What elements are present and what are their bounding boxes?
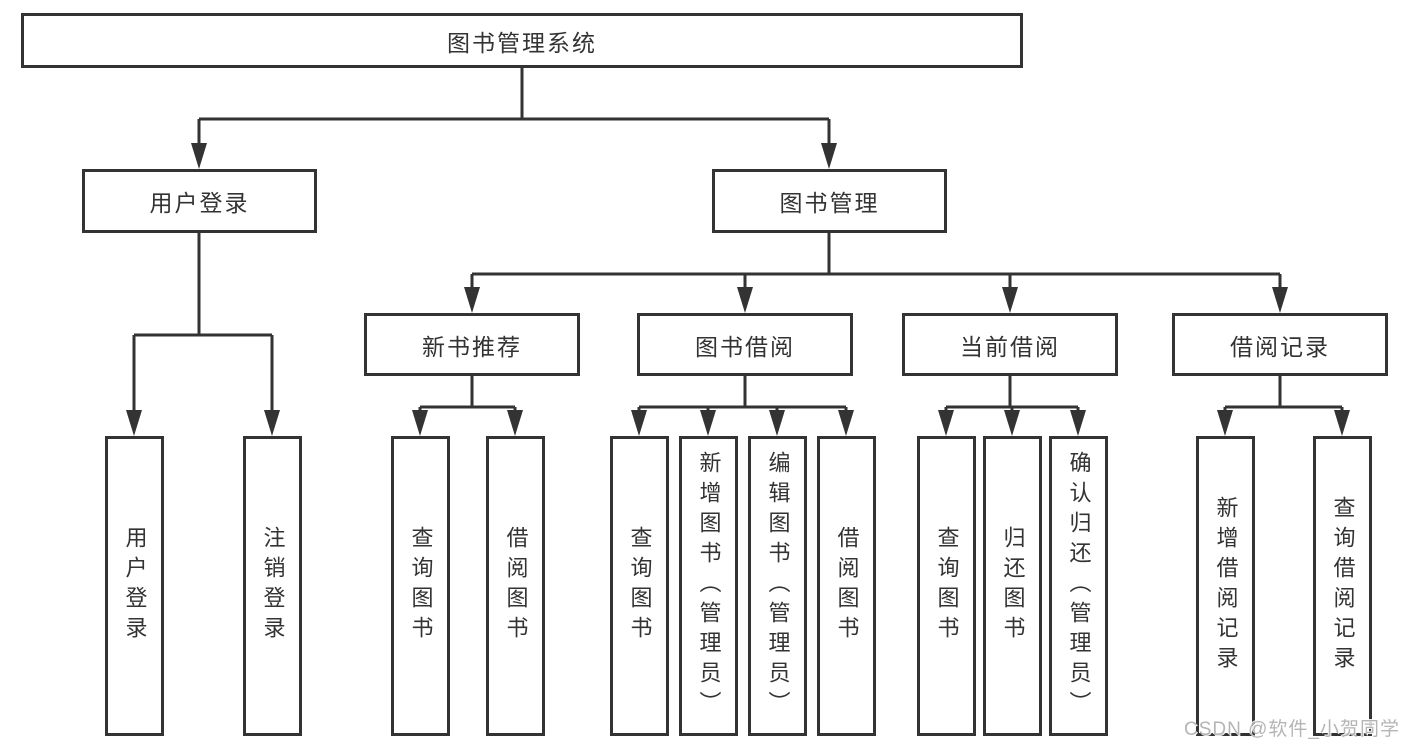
leaf-return-books-label: 归还图书: [1000, 526, 1026, 646]
leaf-confirm-return-admin-label: 确认归还（管理员）: [1066, 451, 1092, 721]
node-library-system: 图书管理系统: [21, 13, 1023, 68]
leaf-borrow-books-recommend: 借阅图书: [486, 436, 545, 736]
leaf-query-books-current-label: 查询图书: [934, 526, 960, 646]
leaf-query-books-recommend: 查询图书: [391, 436, 450, 736]
node-user-login-branch: 用户登录: [82, 169, 317, 233]
node-borrowing-records: 借阅记录: [1172, 313, 1388, 376]
leaf-logout: 注销登录: [243, 436, 302, 736]
node-current-borrowing-label: 当前借阅: [960, 333, 1060, 360]
node-borrowing-records-label: 借阅记录: [1230, 333, 1330, 360]
leaf-add-borrow-record-label: 新增借阅记录: [1213, 496, 1239, 676]
node-book-management: 图书管理: [712, 169, 947, 233]
leaf-user-login: 用户登录: [105, 436, 164, 736]
leaf-return-books: 归还图书: [983, 436, 1042, 736]
leaf-borrow-books-recommend-label: 借阅图书: [503, 526, 529, 646]
node-library-system-label: 图书管理系统: [447, 29, 597, 56]
leaf-borrow-books-borrowing: 借阅图书: [817, 436, 876, 736]
node-current-borrowing: 当前借阅: [902, 313, 1118, 376]
node-user-login-branch-label: 用户登录: [149, 190, 250, 216]
leaf-query-books-current: 查询图书: [917, 436, 976, 736]
node-book-borrowing-label: 图书借阅: [695, 333, 795, 360]
csdn-watermark: CSDN @软件_小贺同学: [1184, 719, 1400, 740]
node-new-book-recommend-label: 新书推荐: [422, 333, 522, 360]
leaf-query-books-recommend-label: 查询图书: [408, 526, 434, 646]
node-book-borrowing: 图书借阅: [637, 313, 853, 376]
leaf-confirm-return-admin: 确认归还（管理员）: [1049, 436, 1108, 736]
leaf-edit-books-admin: 编辑图书（管理员）: [748, 436, 807, 736]
leaf-query-books-borrowing-label: 查询图书: [627, 526, 653, 646]
node-book-management-label: 图书管理: [779, 190, 880, 216]
leaf-add-books-admin-label: 新增图书（管理员）: [696, 451, 722, 721]
leaf-logout-label: 注销登录: [260, 526, 286, 646]
leaf-borrow-books-borrowing-label: 借阅图书: [834, 526, 860, 646]
leaf-edit-books-admin-label: 编辑图书（管理员）: [765, 451, 791, 721]
leaf-add-borrow-record: 新增借阅记录: [1196, 436, 1255, 736]
leaf-add-books-admin: 新增图书（管理员）: [679, 436, 738, 736]
leaf-query-books-borrowing: 查询图书: [610, 436, 669, 736]
leaf-query-borrow-record: 查询借阅记录: [1313, 436, 1372, 736]
leaf-query-borrow-record-label: 查询借阅记录: [1330, 496, 1356, 676]
node-new-book-recommend: 新书推荐: [364, 313, 580, 376]
leaf-user-login-label: 用户登录: [122, 526, 148, 646]
